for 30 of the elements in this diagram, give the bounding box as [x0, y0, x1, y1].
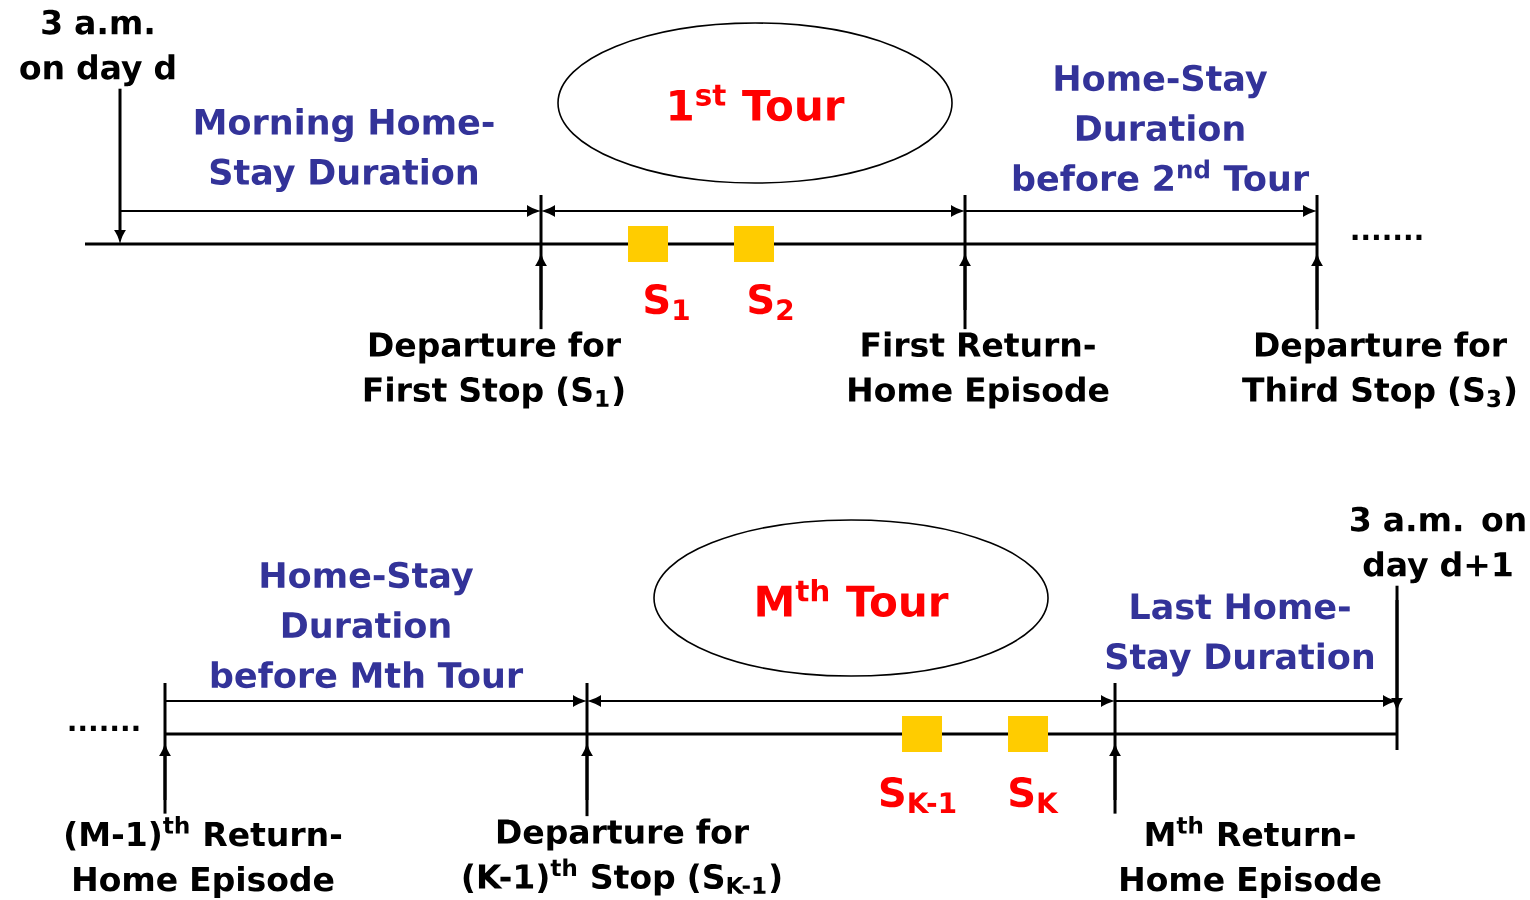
- event-label: 3 a.m. on day d: [20, 9, 175, 87]
- duration-label: Home-Stay Duration before 2$^{nd}$ Tour: [1013, 64, 1309, 192]
- arrow: [536, 255, 546, 330]
- ellipsis-dots: .......: [1352, 234, 1422, 240]
- arrow: [582, 745, 592, 817]
- duration-label: Morning Home-Stay Duration: [195, 107, 494, 193]
- event-label: M$^{th}$ Return-Home Episode: [1121, 816, 1381, 898]
- event-label: Departure for (K-1)$^{th}$ Stop (S$_{K-1}$): [463, 818, 781, 896]
- arrow: [115, 88, 125, 241]
- event-label: (M-1)$^{th}$ Return-Home Episode: [66, 816, 342, 898]
- stop-square: [902, 716, 942, 752]
- duration-label: Last Home-Stay Duration: [1106, 593, 1373, 677]
- stop-square: [1008, 716, 1048, 752]
- arrow: [1392, 585, 1402, 709]
- stop-label: S$_{K-1}$: [880, 777, 956, 813]
- stop-label: S$_{K}$: [1010, 777, 1059, 813]
- event-label: Departure for Third Stop (S$_{3}$): [1242, 331, 1516, 409]
- stop-square: [734, 226, 774, 262]
- ellipsis-dots: .......: [69, 725, 139, 731]
- stop-label: S$_{2}$: [749, 283, 793, 321]
- arrow: [1110, 745, 1120, 814]
- event-label: Departure for First Stop (S$_{1}$): [364, 331, 624, 409]
- event-label: 3 a.m. on day d+1: [1351, 506, 1525, 584]
- event-label: First Return-Home Episode: [849, 331, 1109, 409]
- stop-label: S$_{1}$: [645, 284, 689, 320]
- arrow: [160, 745, 170, 814]
- stop-square: [628, 226, 668, 262]
- arrow: [960, 255, 970, 330]
- arrow: [1312, 255, 1322, 330]
- duration-label: Home-Stay Duration before Mth Tour: [211, 561, 524, 689]
